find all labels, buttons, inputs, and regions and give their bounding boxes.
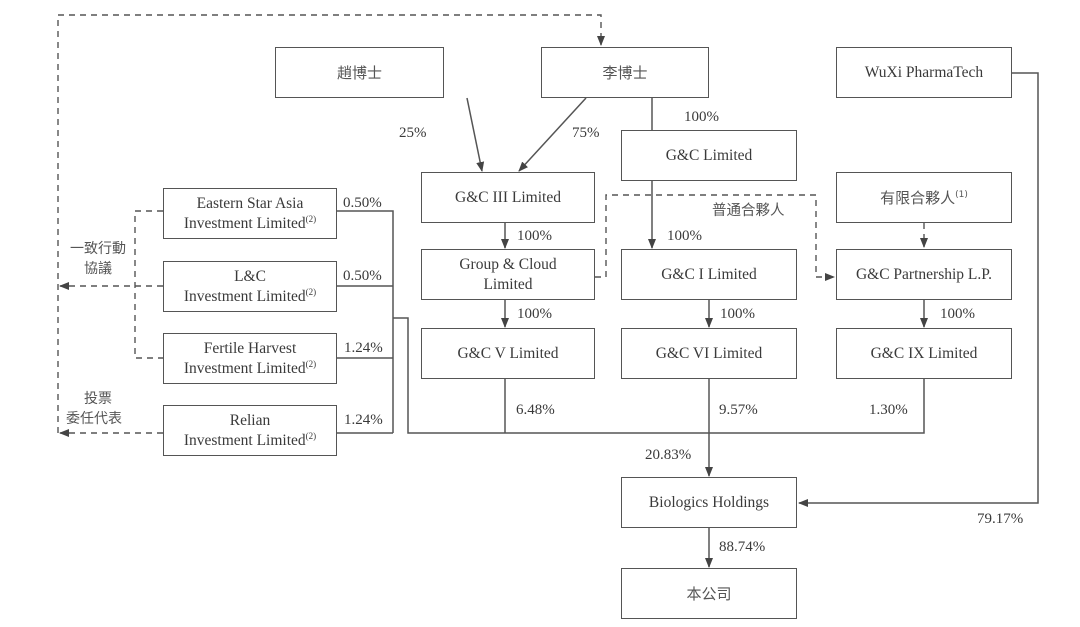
pct-gcv: 6.48% <box>516 402 555 418</box>
pct-zhao-gciii: 25% <box>399 125 427 141</box>
edge-wuxi-biologics <box>798 72 1039 507</box>
entity-label-line1: L&C <box>234 267 266 285</box>
pct-partnership-gcix: 100% <box>940 306 975 322</box>
entity-label: 本公司 <box>686 584 732 603</box>
pct-biologics-company: 88.74% <box>719 539 766 555</box>
pct-wuxi-biologics: 79.17% <box>977 511 1024 527</box>
entity-company: 本公司 <box>621 568 797 619</box>
entity-label: WuXi PharmaTech <box>864 63 984 81</box>
pct-gclimited-gci: 100% <box>667 228 702 244</box>
pct-gci-gcvi: 100% <box>720 306 755 322</box>
entity-biologics-holdings: Biologics Holdings <box>621 477 797 528</box>
pct-li-gciii: 75% <box>572 125 600 141</box>
entity-fertile-harvest: Fertile Harvest Investment Limited(2) <box>163 333 337 384</box>
entity-label: G&C IX Limited <box>870 344 978 362</box>
entity-label-line1: Fertile Harvest <box>203 339 297 357</box>
footnote-marker: (2) <box>305 358 317 369</box>
pct-relian: 1.24% <box>344 412 383 428</box>
edge-general-partner <box>595 194 835 281</box>
entity-label: Biologics Holdings <box>648 493 770 511</box>
edge-investors-bus <box>393 317 925 434</box>
annotation-concert-line1: 一致行動 <box>70 241 126 257</box>
entity-gc-iii: G&C III Limited <box>421 172 595 223</box>
entity-label-line1: Eastern Star Asia <box>196 194 304 212</box>
pct-li-gclimited: 100% <box>684 109 719 125</box>
edge-concert-bracket <box>134 210 163 359</box>
entity-gc-partnership: G&C Partnership L.P. <box>836 249 1012 300</box>
entity-label: 有限合夥人(1) <box>880 188 968 207</box>
entity-label: G&C V Limited <box>457 344 559 362</box>
entity-label: G&C VI Limited <box>655 344 763 362</box>
entity-gc-i: G&C I Limited <box>621 249 797 300</box>
edge-zhao-gciii <box>466 97 485 172</box>
entity-dr-zhao: 趙博士 <box>275 47 444 98</box>
entity-label-line2: Investment Limited(2) <box>183 213 317 232</box>
annotation-concert-line2: 協議 <box>84 261 112 277</box>
pct-combined-biologics: 20.83% <box>645 447 692 463</box>
entity-label: G&C III Limited <box>455 188 561 206</box>
entity-relian: Relian Investment Limited(2) <box>163 405 337 456</box>
footnote-marker: (2) <box>305 213 317 224</box>
pct-eastern-star: 0.50% <box>343 195 382 211</box>
entity-gc-ix: G&C IX Limited <box>836 328 1012 379</box>
entity-eastern-star: Eastern Star Asia Investment Limited(2) <box>163 188 337 239</box>
entity-wuxi-pharmatech: WuXi PharmaTech <box>836 47 1012 98</box>
entity-label: G&C I Limited <box>661 265 757 283</box>
pct-lc: 0.50% <box>343 268 382 284</box>
entity-gc-vi: G&C VI Limited <box>621 328 797 379</box>
pct-gcvi: 9.57% <box>719 402 758 418</box>
entity-dr-li: 李博士 <box>541 47 709 98</box>
entity-limited-partners: 有限合夥人(1) <box>836 172 1012 223</box>
entity-label-line2: Limited <box>483 275 533 293</box>
edge-outer-loop <box>57 14 605 433</box>
annotation-general-partner: 普通合夥人 <box>712 203 785 219</box>
pct-gciii-groupcloud: 100% <box>517 228 552 244</box>
pct-groupcloud-gcv: 100% <box>517 306 552 322</box>
entity-label: G&C Partnership L.P. <box>855 265 993 283</box>
entity-label-line1: Relian <box>229 411 271 429</box>
entity-label-line2: Investment Limited(2) <box>183 358 317 377</box>
entity-group-cloud: Group & Cloud Limited <box>421 249 595 300</box>
entity-label-line2: Investment Limited(2) <box>183 286 317 305</box>
entity-lc-investment: L&C Investment Limited(2) <box>163 261 337 312</box>
footnote-marker: (2) <box>305 430 317 441</box>
edge-li-gciii <box>518 97 587 172</box>
annotation-proxy-line1: 投票 <box>84 391 112 407</box>
entity-label-line1: Group & Cloud <box>459 255 557 273</box>
entity-gc-limited: G&C Limited <box>621 130 797 181</box>
annotation-proxy-line2: 委任代表 <box>66 411 122 427</box>
entity-label: 李博士 <box>602 63 648 82</box>
edge-eastern-star <box>337 210 394 433</box>
footnote-marker: (1) <box>955 189 968 200</box>
pct-fertile: 1.24% <box>344 340 383 356</box>
entity-label: 趙博士 <box>336 63 382 82</box>
entity-label: G&C Limited <box>665 146 753 164</box>
footnote-marker: (2) <box>305 286 317 297</box>
pct-gcix: 1.30% <box>869 402 908 418</box>
entity-label-line2: Investment Limited(2) <box>183 430 317 449</box>
entity-gc-v: G&C V Limited <box>421 328 595 379</box>
